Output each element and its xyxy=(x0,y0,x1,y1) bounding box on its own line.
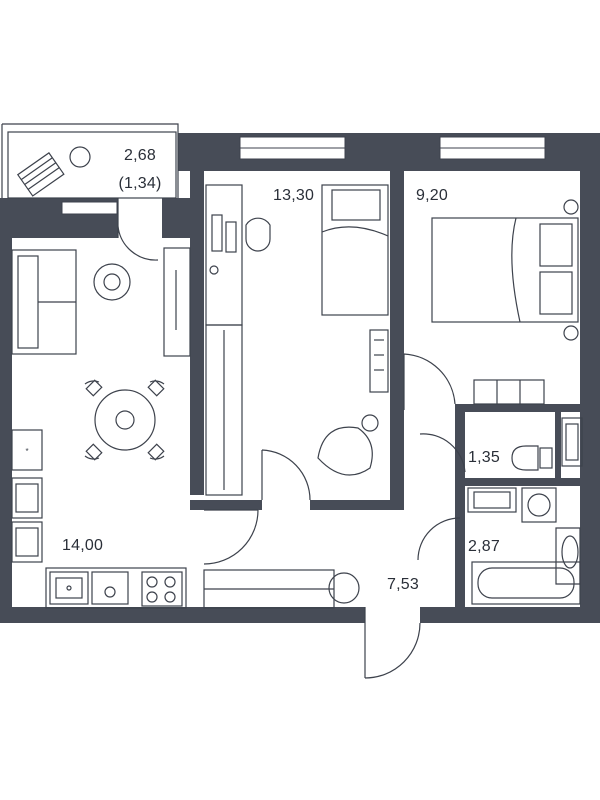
side-table-icon xyxy=(69,146,91,168)
dining-table-icon xyxy=(84,379,165,461)
hob-icon xyxy=(141,571,183,607)
toilet-icon xyxy=(511,445,539,471)
room-area-balcony-value: 2,68 xyxy=(124,147,156,164)
bedroom-2 xyxy=(403,199,579,410)
tv-console-icon xyxy=(163,247,191,357)
room-area-bedroom2: 9,20 xyxy=(416,187,448,204)
desk-icon xyxy=(205,184,243,326)
room-area-balcony: 2,68 (1,34) xyxy=(110,142,170,198)
armchair-icon xyxy=(317,414,379,476)
bed-icon-2 xyxy=(431,217,579,323)
kitchen-living: * xyxy=(11,247,259,609)
room-area-bedroom1: 13,30 xyxy=(273,187,315,204)
lounger-icon xyxy=(16,152,65,197)
hall xyxy=(203,569,421,679)
sink-icon xyxy=(49,571,89,605)
balcony xyxy=(1,123,179,261)
svg-text:*: * xyxy=(25,447,28,456)
shelf-icon xyxy=(369,329,389,393)
toilet-room xyxy=(419,417,583,473)
kitchen-unit-icon xyxy=(11,429,43,471)
dishwasher-icon xyxy=(91,571,129,605)
bedroom-1 xyxy=(205,184,389,501)
windows xyxy=(61,136,546,215)
bathroom xyxy=(417,487,581,605)
room-area-kitchen: 14,00 xyxy=(62,537,104,554)
sofa-icon xyxy=(11,249,77,355)
bed-icon xyxy=(321,184,389,316)
room-area-bathroom: 2,87 xyxy=(468,538,500,555)
washing-machine-icon xyxy=(467,487,517,513)
room-area-hall: 7,53 xyxy=(387,576,419,593)
bathtub-icon xyxy=(471,561,581,605)
room-area-balcony-sub: (1,34) xyxy=(118,175,162,192)
hall-round-table-icon xyxy=(328,572,360,604)
entrance-door-swing xyxy=(364,607,421,679)
room-area-toilet: 1,35 xyxy=(468,449,500,466)
wardrobe-icon xyxy=(205,324,243,496)
rug-icon xyxy=(93,263,131,301)
dresser-icon xyxy=(473,379,545,405)
